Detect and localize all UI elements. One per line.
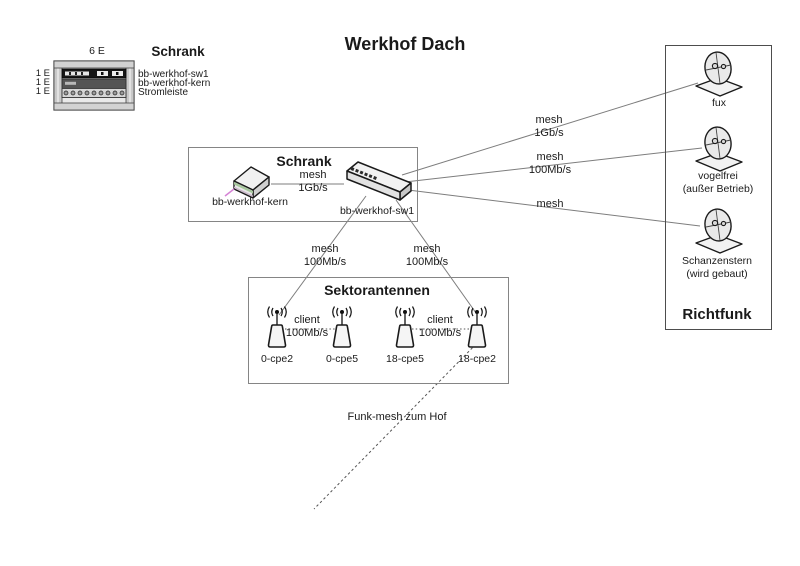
antenna-icon [332,306,352,348]
link-sw1-18cpe2 [395,199,477,314]
schrank-box [188,147,418,222]
rack-unit-label: bb-werkhof-sw1 [138,68,209,80]
rack-unit-label: bb-werkhof-kern [138,77,211,89]
rack-title: Schrank [151,44,205,59]
sektorantennen-box [248,277,509,384]
rack-icon [53,60,135,111]
rack-unit-size: 1 E [35,86,50,97]
richtfunk-box [665,45,772,330]
link-sw1-fux [401,82,699,176]
dish-icon [695,51,743,97]
link-sw1-vogelfrei [404,147,703,183]
page-title: Werkhof Dach [344,34,466,54]
link-sw1-0cpe2 [278,195,367,316]
rack-unit-size: 1 E [35,77,50,88]
antenna-icon [467,306,487,348]
rack-height-label: 6 E [89,45,105,57]
link-sw1-schanzenstern [399,188,701,227]
link-funk-mesh-dashed [313,336,484,510]
rack-unit-label: Stromleiste [138,86,189,98]
antenna-icon [267,306,287,348]
dish-icon [695,126,743,172]
switch-icon [346,161,412,201]
dish-icon [695,208,743,254]
antenna-icon [395,306,415,348]
router-icon [224,166,270,199]
rack-unit-size: 1 E [35,68,50,79]
